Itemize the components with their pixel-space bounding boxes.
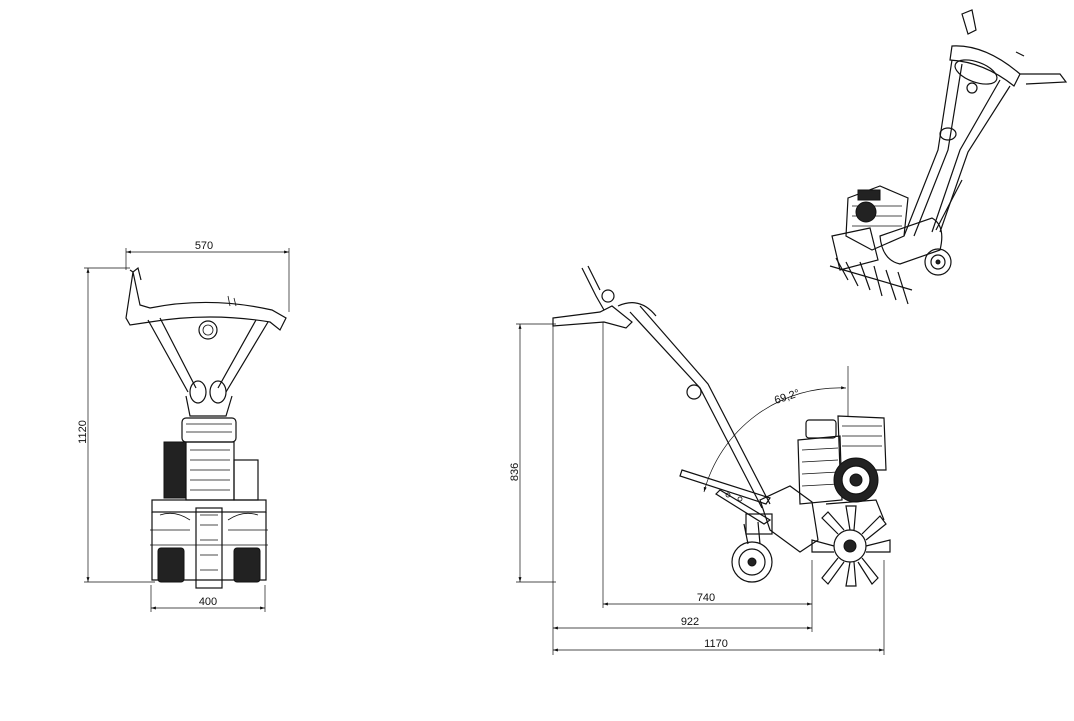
front-width-top-label: 570 <box>195 240 213 252</box>
front-view: 570 1120 400 <box>77 240 290 612</box>
side-length-c-label: 1170 <box>704 638 728 650</box>
front-height-label: 1120 <box>77 420 89 444</box>
side-length-b-label: 922 <box>681 616 699 628</box>
side-view: 69,2° 836 740 922 1170 <box>509 265 891 655</box>
front-width-bottom-label: 400 <box>199 596 217 608</box>
side-length-a-label: 740 <box>697 592 715 604</box>
side-angle-label: 69,2° <box>773 387 801 406</box>
isometric-view <box>829 9 1068 305</box>
side-height-label: 836 <box>509 463 521 481</box>
